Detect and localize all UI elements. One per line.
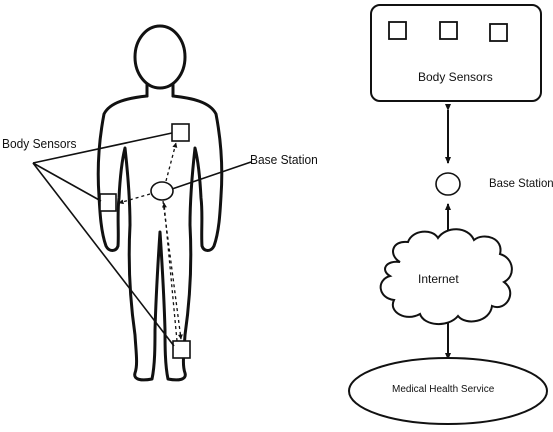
base-station-leader-line xyxy=(171,161,252,190)
sensor-square-1 xyxy=(388,21,407,40)
wrist-sensor xyxy=(99,193,117,212)
body-sensors-leader-lines xyxy=(32,132,175,347)
internet-cloud xyxy=(379,228,513,325)
medical-health-service xyxy=(348,357,548,425)
sensor-square-3 xyxy=(489,23,508,42)
chest-sensor xyxy=(171,123,190,142)
ankle-sensor xyxy=(172,340,191,359)
left-body-sensors-label: Body Sensors xyxy=(2,136,77,151)
human-silhouette xyxy=(96,24,224,382)
right-base-station xyxy=(435,172,461,196)
right-body-sensors-label: Body Sensors xyxy=(418,70,493,84)
medical-health-service-label: Medical Health Service xyxy=(392,384,495,395)
sensor-links xyxy=(118,142,183,342)
left-base-station-label: Base Station xyxy=(250,152,318,167)
right-base-station-label: Base Station xyxy=(489,176,553,190)
internet-label: Internet xyxy=(418,272,459,286)
sensor-square-2 xyxy=(439,21,458,40)
left-base-station xyxy=(150,181,174,201)
body-sensors-box xyxy=(370,4,542,102)
